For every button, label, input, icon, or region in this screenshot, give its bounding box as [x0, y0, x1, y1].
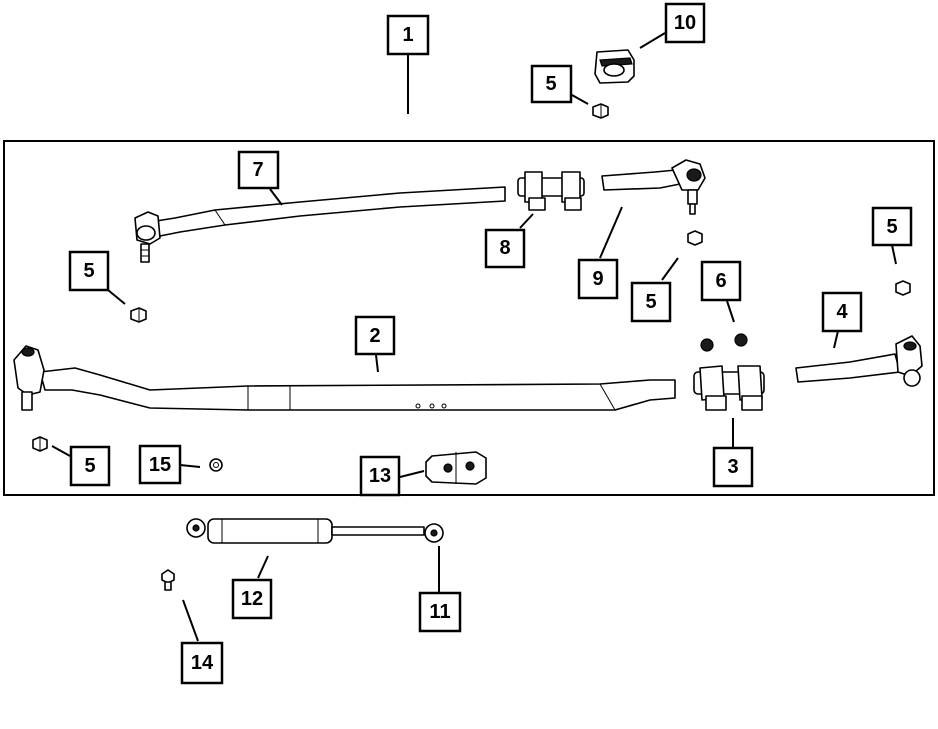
- callout-5-lower-left: 5: [69, 445, 111, 487]
- part-10-retainer: [594, 49, 635, 84]
- callout-3: 3: [712, 446, 754, 488]
- callout-5-right: 5: [871, 206, 913, 247]
- callout-12: 12: [231, 578, 273, 620]
- callout-7: 7: [237, 150, 280, 190]
- callout-6-label: 6: [715, 270, 726, 292]
- part-5-nut-right: [895, 280, 911, 296]
- part-2-tie-rod: [13, 345, 676, 411]
- callout-2-label: 2: [369, 325, 380, 347]
- callout-5-top: 5: [530, 64, 573, 104]
- callout-13-label: 13: [369, 465, 391, 487]
- part-8-adjuster-clamp: [517, 171, 585, 211]
- callout-3-label: 3: [727, 456, 738, 478]
- part-5-nut-left: [130, 307, 147, 323]
- callout-12-label: 12: [241, 588, 263, 610]
- callout-6: 6: [700, 260, 742, 302]
- assembly-frame: [3, 140, 935, 496]
- callout-1: 1: [386, 14, 430, 56]
- part-4-tie-rod-end: [795, 335, 923, 387]
- callout-4: 4: [821, 291, 863, 333]
- callout-5a-label: 5: [545, 73, 556, 95]
- callout-11-label: 11: [429, 601, 450, 623]
- part-5-nut-mid: [687, 230, 703, 246]
- part-14-bolt: [161, 569, 175, 591]
- callout-14-label: 14: [191, 652, 214, 674]
- part-15-washer: [209, 458, 223, 472]
- part-5-nut-top: [592, 103, 609, 119]
- callout-9-label: 9: [592, 268, 603, 290]
- callout-5-mid: 5: [630, 281, 672, 323]
- callout-5-left: 5: [68, 250, 110, 292]
- callout-13: 13: [359, 455, 401, 497]
- part-7-drag-link: [134, 186, 506, 263]
- callout-7-label: 7: [252, 159, 263, 181]
- callout-10: 10: [664, 2, 706, 44]
- leader-lines: [51, 32, 897, 642]
- part-12-steering-damper: [186, 518, 444, 544]
- callout-1-label: 1: [402, 24, 413, 46]
- part-3-adjuster-clamp: [693, 365, 765, 411]
- callout-10-label: 10: [674, 12, 696, 34]
- callout-5c-label: 5: [886, 216, 897, 238]
- callout-4-label: 4: [836, 301, 848, 323]
- callout-11: 11: [418, 591, 462, 633]
- part-5-nut-lower-left: [32, 436, 48, 452]
- callout-15-label: 15: [149, 454, 171, 476]
- callout-14: 14: [180, 641, 224, 685]
- callout-5e-label: 5: [84, 455, 95, 477]
- part-13-bracket: [425, 451, 487, 485]
- callout-5d-label: 5: [83, 260, 94, 282]
- part-9-tie-rod-end: [601, 159, 706, 215]
- callout-8-label: 8: [499, 237, 510, 259]
- callout-5b-label: 5: [645, 291, 656, 313]
- callout-15: 15: [138, 444, 182, 485]
- callout-2: 2: [354, 315, 396, 356]
- callout-9: 9: [577, 258, 619, 300]
- callout-8: 8: [484, 228, 526, 269]
- part-6-nuts: [700, 333, 748, 352]
